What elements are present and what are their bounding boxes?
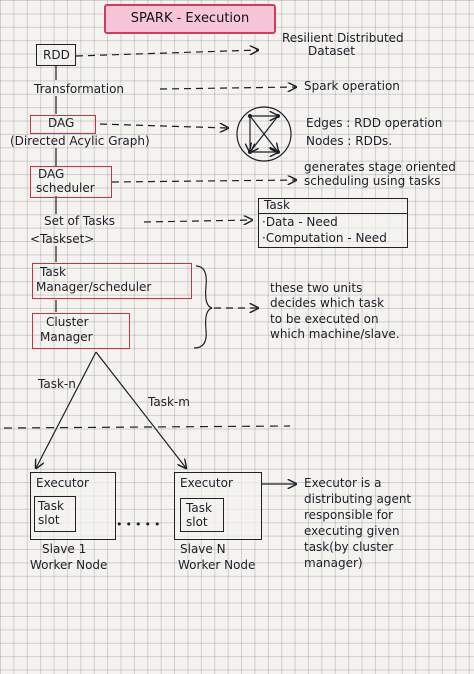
task-n-label: Task-n (38, 377, 76, 391)
arrow-tasks-table (143, 220, 252, 222)
units-note-line-3: to be executed on (270, 312, 379, 326)
dag-scheduler-box (30, 166, 112, 198)
task-slot-1-label-2: slot (38, 513, 60, 527)
rdd-note-line-2: Dataset (308, 44, 355, 58)
arrow-task-m (95, 351, 186, 468)
task-table-header: Task (264, 198, 290, 212)
worker-node-n-label: Worker Node (178, 558, 256, 572)
task-table-divider (258, 213, 408, 214)
executor-note-line-2: distributing agent (304, 492, 412, 506)
executor-note-line-6: manager) (304, 556, 363, 570)
dag-graph-circle (236, 106, 292, 162)
title-banner: SPARK - Execution (104, 4, 276, 34)
scheduler-note-line-2: scheduling using tasks (304, 174, 441, 188)
task-slot-2-box (180, 498, 224, 532)
dag-box (30, 115, 96, 134)
rdd-note-line-1: Resilient Distributed (282, 31, 404, 45)
page-title: SPARK - Execution (130, 11, 250, 26)
executor-note-line-5: task(by cluster (304, 540, 394, 554)
task-table-computation-need: ·Computation - Need (262, 231, 387, 245)
task-slot-1-box (34, 496, 76, 532)
dag-scheduler-label-2: scheduler (36, 181, 95, 195)
task-m-label: Task-m (148, 395, 190, 409)
transformation-label: Transformation (34, 82, 125, 96)
scheduler-note-line-1: generates stage oriented (304, 160, 456, 174)
arrow-transformation-note (159, 87, 296, 89)
bracket-shape (193, 265, 213, 349)
cluster-manager-box (32, 313, 130, 349)
slave-1-label: Slave 1 (42, 542, 87, 556)
executor-2-label: Executor (180, 476, 233, 490)
task-slot-2-label-1: Task (186, 501, 212, 515)
dag-full-name: (Directed Acylic Graph) (10, 134, 150, 148)
arrow-scheduler-note (111, 180, 296, 182)
task-manager-label-1: Task (40, 265, 66, 279)
slave-n-label: Slave N (180, 542, 226, 556)
dag-nodes-note: Nodes : RDDs. (306, 134, 393, 148)
task-table-data-need: ·Data - Need (262, 215, 338, 229)
cluster-manager-label-1: Cluster (46, 315, 89, 329)
cluster-manager-label-2: Manager (40, 330, 93, 344)
transformation-note: Spark operation (304, 79, 400, 93)
dag-label: DAG (48, 116, 75, 130)
task-slot-2-label-2: slot (186, 515, 208, 529)
executor-1-label: Executor (36, 476, 89, 490)
units-note-line-1: these two units (270, 281, 363, 295)
units-note-line-4: which machine/slave. (270, 327, 400, 341)
dag-edges-note: Edges : RDD operation (306, 116, 443, 130)
worker-node-1-label: Worker Node (30, 558, 108, 572)
arrow-dag-graph (99, 124, 228, 128)
executor-note-line-3: responsible for (304, 508, 394, 522)
task-slot-1-label-1: Task (38, 499, 64, 513)
task-manager-box (32, 263, 192, 299)
arrow-task-n (36, 351, 97, 468)
rdd-box (36, 44, 76, 66)
taskset-label: <Taskset> (30, 232, 95, 246)
executor-ellipsis-dots: ••••• (116, 518, 164, 531)
task-manager-label-2: Manager/scheduler (36, 280, 152, 294)
arrow-rdd-note (75, 50, 258, 57)
dag-scheduler-label-1: DAG (38, 167, 65, 181)
units-note-line-2: decides which task (270, 296, 385, 310)
task-table (258, 198, 408, 248)
executor-note-line-1: Executor is a (304, 476, 382, 490)
set-of-tasks-label: Set of Tasks (44, 214, 116, 228)
rdd-label: RDD (43, 48, 70, 62)
separator-line (3, 425, 291, 429)
executor-note-line-4: executing given (304, 524, 400, 538)
